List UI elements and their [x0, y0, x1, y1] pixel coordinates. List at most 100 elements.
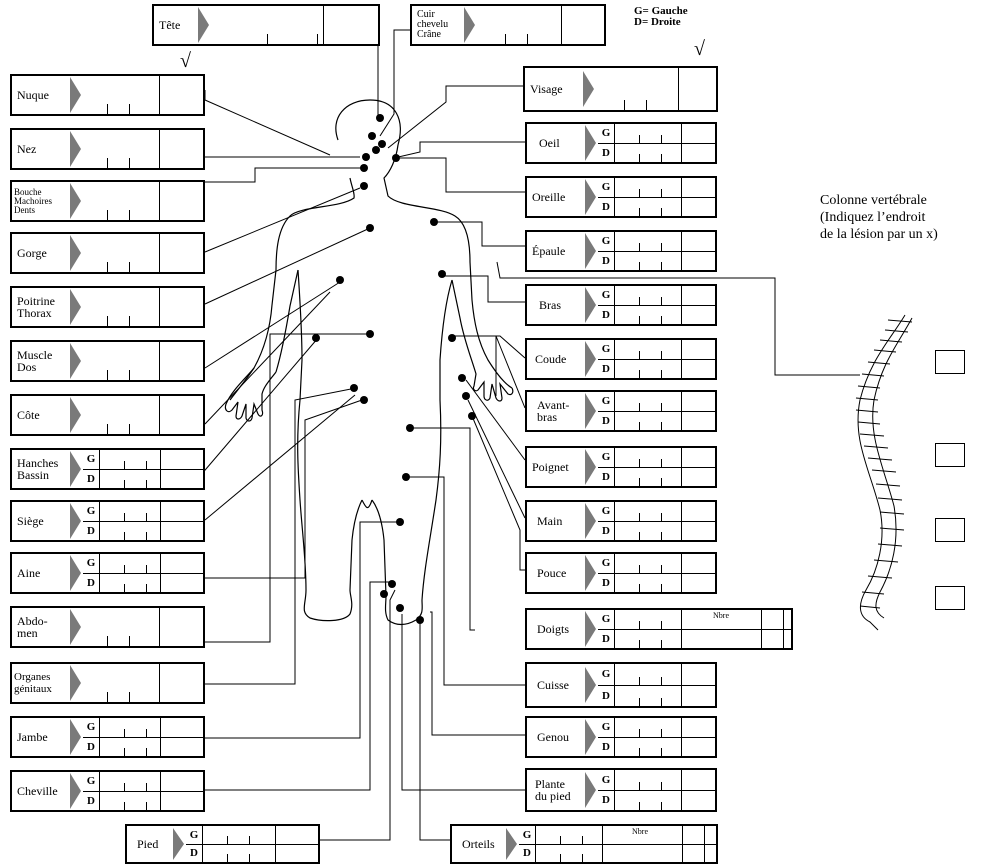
arrow-icon	[70, 555, 81, 591]
spine-checkbox-sacral[interactable]	[935, 586, 965, 610]
arrow-icon	[70, 183, 81, 219]
region-bouche[interactable]: Bouche Machoires Dents	[10, 180, 205, 222]
arrow-icon	[70, 719, 81, 755]
gauche-label: G	[83, 718, 99, 738]
spine-illustration	[857, 314, 913, 631]
region-label: Siège	[17, 514, 44, 528]
arrow-icon	[585, 449, 596, 485]
droite-label: D	[602, 576, 610, 589]
region-organes[interactable]: Organes génitaux	[10, 662, 205, 704]
spine-title: Colonne vertébrale (Indiquez l’endroit d…	[820, 193, 938, 242]
arrow-icon	[70, 77, 81, 113]
spine-checkbox-lumbar[interactable]	[935, 518, 965, 542]
droite-label: D	[87, 794, 95, 807]
region-cote[interactable]: Côte	[10, 394, 205, 436]
region-nez[interactable]: Nez	[10, 128, 205, 170]
arrow-icon	[585, 719, 596, 755]
region-label: Avant- bras	[537, 398, 570, 424]
droite-label: D	[602, 632, 610, 645]
arrow-icon	[583, 71, 594, 107]
region-label: Main	[537, 514, 563, 528]
region-nuque[interactable]: Nuque	[10, 74, 205, 116]
arrow-icon	[585, 611, 596, 647]
region-abdomen[interactable]: Abdo- men	[10, 606, 205, 648]
gauche-label: G	[598, 448, 614, 468]
gauche-label: G	[598, 770, 614, 791]
nbre-label: Nbre	[713, 611, 729, 620]
arrow-icon	[173, 828, 184, 860]
droite-label: D	[87, 576, 95, 589]
region-label: Gorge	[17, 246, 47, 260]
region-label: Organes génitaux	[14, 671, 52, 695]
legend-droite: D= Droite	[634, 16, 681, 28]
region-label: Coude	[535, 352, 567, 366]
droite-label: D	[602, 470, 610, 483]
region-poitrine[interactable]: Poitrine Thorax	[10, 286, 205, 328]
region-cuir-chevelu[interactable]: Cuir chevelu Crâne	[410, 4, 606, 46]
arrow-icon	[198, 7, 209, 43]
arrow-icon	[585, 233, 596, 269]
region-label: Hanches Bassin	[17, 456, 59, 482]
arrow-icon	[70, 131, 81, 167]
spine-checkbox-cervical[interactable]	[935, 350, 965, 374]
spine-vertebrae	[855, 319, 913, 609]
legend: G= Gauche D= Droite	[634, 6, 688, 28]
region-gorge[interactable]: Gorge	[10, 232, 205, 274]
spine-checkbox-thoracic[interactable]	[935, 443, 965, 467]
arrow-icon	[585, 341, 596, 377]
body-outline	[224, 99, 514, 626]
region-visage[interactable]: Visage	[523, 66, 718, 112]
gauche-label: G	[598, 718, 614, 738]
droite-label: D	[87, 740, 95, 753]
injury-dots	[312, 114, 476, 624]
region-label: Bouche Machoires Dents	[14, 186, 52, 215]
region-label: Oeil	[539, 136, 560, 150]
gauche-label: G	[83, 450, 99, 470]
droite-label: D	[190, 847, 198, 860]
region-label: Cuisse	[537, 678, 570, 692]
droite-label: D	[602, 740, 610, 753]
arrow-icon	[585, 772, 596, 808]
region-label: Bras	[539, 298, 561, 312]
region-label: Visage	[530, 82, 563, 96]
arrow-icon	[70, 235, 81, 271]
arrow-icon	[506, 828, 517, 860]
region-label: Pied	[137, 837, 159, 851]
arrow-icon	[70, 397, 81, 433]
arrow-icon	[585, 667, 596, 703]
region-muscle-dos[interactable]: Muscle Dos	[10, 340, 205, 382]
region-tete[interactable]: Tête	[152, 4, 380, 46]
arrow-icon	[70, 451, 81, 487]
region-label: Orteils	[462, 837, 495, 851]
region-label: Cheville	[17, 784, 58, 798]
droite-label: D	[602, 254, 610, 267]
region-label: Cuir chevelu Crâne	[417, 9, 449, 40]
region-label: Aine	[17, 566, 41, 580]
droite-label: D	[602, 200, 610, 213]
region-label: Pouce	[537, 566, 567, 580]
region-label: Genou	[537, 730, 569, 744]
droite-label: D	[523, 847, 531, 860]
droite-label: D	[602, 308, 610, 321]
region-label: Doigts	[537, 622, 570, 636]
